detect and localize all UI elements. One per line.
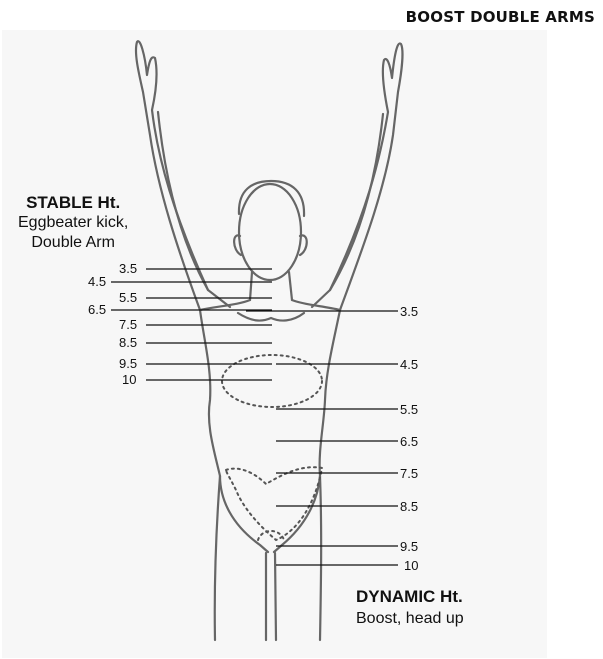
- left-labels: 3.5 4.5 5.5 6.5 7.5 8.5 9.5 10: [88, 261, 137, 387]
- left-label-7-5: 7.5: [119, 317, 137, 332]
- right-arm-outer: [312, 43, 402, 310]
- right-labels: 3.5 4.5 5.5 6.5 7.5 8.5 9.5 10: [400, 304, 418, 573]
- dotted-outlines: [222, 355, 322, 540]
- stable-line-1: Eggbeater kick,: [18, 213, 128, 233]
- right-label-8-5: 8.5: [400, 499, 418, 514]
- collarbones: [238, 313, 304, 321]
- left-label-6-5: 6.5: [88, 302, 106, 317]
- body-outline: [136, 41, 402, 640]
- left-label-8-5: 8.5: [119, 335, 137, 350]
- right-label-10: 10: [404, 558, 418, 573]
- right-label-6-5: 6.5: [400, 434, 418, 449]
- left-label-10: 10: [122, 372, 136, 387]
- head-outline: [239, 184, 301, 280]
- right-leg: [320, 476, 321, 640]
- left-label-3-5: 3.5: [119, 261, 137, 276]
- right-label-5-5: 5.5: [400, 402, 418, 417]
- shoulder-left: [200, 300, 250, 310]
- left-label-9-5: 9.5: [119, 356, 137, 371]
- left-label-4-5: 4.5: [88, 274, 106, 289]
- torso-right: [274, 310, 340, 552]
- left-arm-outer: [136, 41, 230, 310]
- stable-height-caption: STABLE Ht. Eggbeater kick, Double Arm: [18, 192, 128, 253]
- right-label-9-5: 9.5: [400, 539, 418, 554]
- dynamic-line: Boost, head up: [356, 608, 464, 630]
- left-leg: [215, 476, 220, 640]
- chest-dotted-outline: [222, 355, 322, 407]
- right-label-3-5: 3.5: [400, 304, 418, 319]
- torso-left: [200, 310, 268, 552]
- dynamic-height-caption: DYNAMIC Ht. Boost, head up: [356, 586, 464, 630]
- dynamic-title: DYNAMIC Ht.: [356, 586, 464, 608]
- stable-line-2: Double Arm: [18, 233, 128, 253]
- inner-legs: [266, 553, 276, 640]
- stable-title: STABLE Ht.: [18, 192, 128, 213]
- page-title: BOOST DOUBLE ARMS: [406, 8, 595, 26]
- neck-right: [289, 272, 292, 300]
- right-label-4-5: 4.5: [400, 357, 418, 372]
- shoulder-right: [292, 300, 340, 310]
- neck-left: [250, 272, 252, 300]
- right-label-7-5: 7.5: [400, 466, 418, 481]
- left-label-5-5: 5.5: [119, 290, 137, 305]
